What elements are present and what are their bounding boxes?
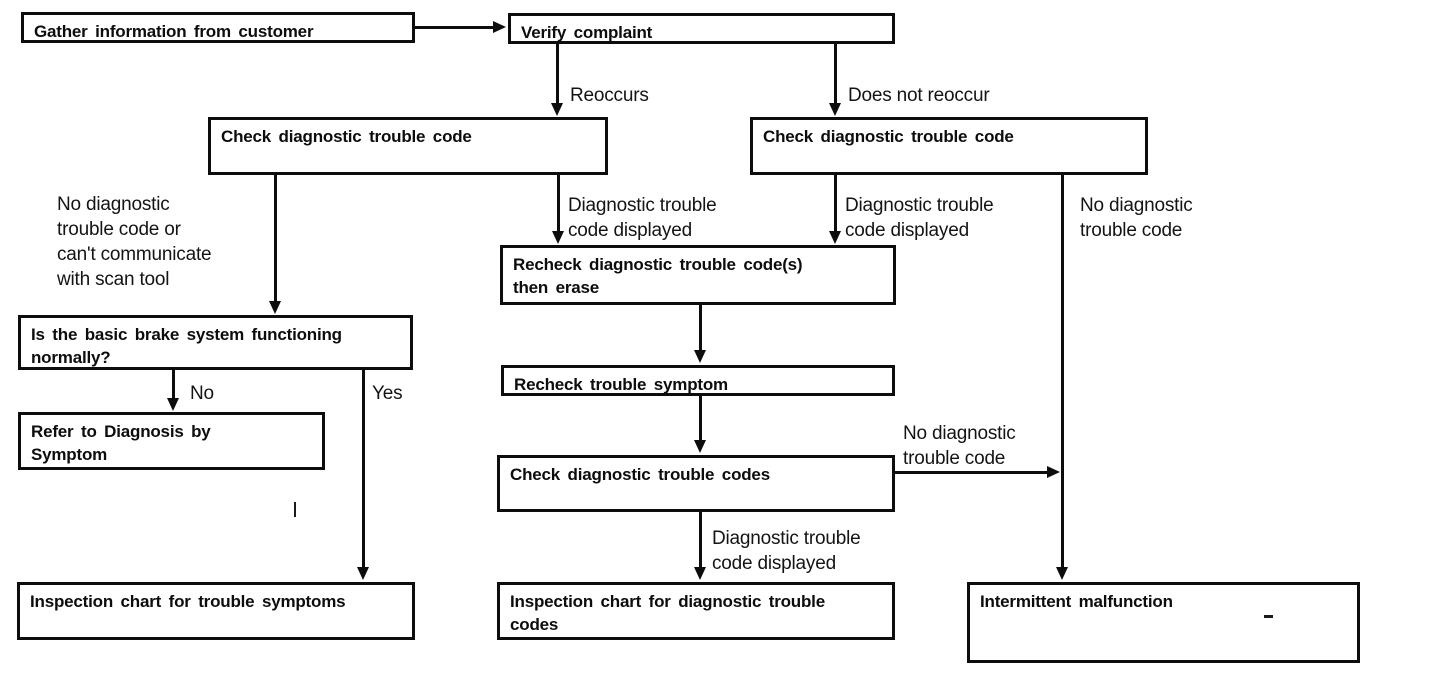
edge-verify-reoccurs-line bbox=[555, 43, 559, 105]
node-label-verify: Verify complaint bbox=[521, 23, 653, 42]
label-reoccurs: Reoccurs bbox=[570, 85, 649, 106]
edge-recheckdtc-to-rechecksymptom-line bbox=[698, 305, 702, 352]
node-label-intermittent: Intermittent malfunction bbox=[980, 592, 1173, 611]
scan-artifact-stray-dash bbox=[1264, 615, 1273, 618]
label-no-dtc-scan-tool: No diagnostic trouble code or can't comm… bbox=[57, 194, 212, 290]
edge-basicbrake-no-to-refer-arrowhead bbox=[167, 398, 179, 411]
scan-artifact-stray-tick bbox=[294, 502, 296, 517]
edge-basicbrake-yes-to-inspection-arrowhead bbox=[357, 567, 369, 580]
label-no: No bbox=[190, 383, 214, 404]
edge-checkright-to-intermittent-line bbox=[1060, 175, 1064, 569]
edge-checkcodes-to-rightline-line bbox=[895, 470, 1049, 474]
node-check-left: Check diagnostic trouble code bbox=[208, 117, 608, 175]
node-refer-symptom: Refer to Diagnosis by Symptom bbox=[18, 412, 325, 470]
edge-verify-reoccurs-arrowhead bbox=[551, 103, 563, 116]
edge-basicbrake-yes-to-inspection-line bbox=[361, 370, 365, 569]
label-dtc-displayed-mid: Diagnostic trouble code displayed bbox=[568, 195, 717, 241]
edge-gather-to-verify-arrowhead bbox=[493, 21, 506, 33]
node-label-inspection-dtc: Inspection chart for diagnostic trouble … bbox=[510, 592, 825, 634]
node-label-basic-brake: Is the basic brake system functioning no… bbox=[31, 325, 342, 367]
edge-checkcodes-to-inspectiondtc-line bbox=[698, 512, 702, 569]
label-yes: Yes bbox=[372, 383, 403, 404]
node-check-codes: Check diagnostic trouble codes bbox=[497, 455, 895, 512]
node-inspection-dtc: Inspection chart for diagnostic trouble … bbox=[497, 582, 895, 640]
node-verify: Verify complaint bbox=[508, 13, 895, 44]
edge-recheckdtc-to-rechecksymptom-arrowhead bbox=[694, 350, 706, 363]
label-dtc-displayed-right: Diagnostic trouble code displayed bbox=[845, 195, 994, 241]
node-label-check-codes: Check diagnostic trouble codes bbox=[510, 465, 770, 484]
edge-gather-to-verify-line bbox=[415, 25, 495, 29]
node-basic-brake: Is the basic brake system functioning no… bbox=[18, 315, 413, 370]
edge-verify-does-not-reoccur-line bbox=[833, 43, 837, 105]
edge-checkright-to-recheckdtc-line bbox=[833, 175, 837, 233]
edge-verify-does-not-reoccur-arrowhead bbox=[829, 103, 841, 116]
node-label-inspection-trouble: Inspection chart for trouble symptoms bbox=[30, 592, 346, 611]
edge-checkright-to-intermittent-arrowhead bbox=[1056, 567, 1068, 580]
node-gather: Gather information from customer bbox=[21, 12, 415, 43]
node-label-gather: Gather information from customer bbox=[34, 22, 314, 41]
edge-checkleft-to-basicbrake-line bbox=[273, 175, 277, 303]
node-recheck-symptom: Recheck trouble symptom bbox=[501, 365, 895, 396]
label-does-not-reoccur: Does not reoccur bbox=[848, 85, 990, 106]
edge-checkleft-to-recheckdtc-line bbox=[556, 175, 560, 233]
node-label-refer-symptom: Refer to Diagnosis by Symptom bbox=[31, 422, 211, 464]
edge-checkleft-to-basicbrake-arrowhead bbox=[269, 301, 281, 314]
node-label-check-left: Check diagnostic trouble code bbox=[221, 127, 472, 146]
edge-checkleft-to-recheckdtc-arrowhead bbox=[552, 231, 564, 244]
edge-rechecksymptom-to-checkcodes-arrowhead bbox=[694, 440, 706, 453]
node-label-check-right: Check diagnostic trouble code bbox=[763, 127, 1014, 146]
node-label-recheck-symptom: Recheck trouble symptom bbox=[514, 375, 728, 394]
node-check-right: Check diagnostic trouble code bbox=[750, 117, 1148, 175]
node-label-recheck-dtc: Recheck diagnostic trouble code(s) then … bbox=[513, 255, 803, 297]
node-inspection-trouble: Inspection chart for trouble symptoms bbox=[17, 582, 415, 640]
edge-rechecksymptom-to-checkcodes-line bbox=[698, 395, 702, 442]
label-dtc-displayed-bottom: Diagnostic trouble code displayed bbox=[712, 528, 861, 574]
node-recheck-dtc: Recheck diagnostic trouble code(s) then … bbox=[500, 245, 896, 305]
edge-checkcodes-to-rightline-arrowhead bbox=[1047, 466, 1060, 478]
node-intermittent: Intermittent malfunction bbox=[967, 582, 1360, 663]
edge-checkright-to-recheckdtc-arrowhead bbox=[829, 231, 841, 244]
label-no-dtc-right: No diagnostic trouble code bbox=[1080, 195, 1193, 241]
edge-basicbrake-no-to-refer-line bbox=[171, 370, 175, 400]
label-no-dtc-mid: No diagnostic trouble code bbox=[903, 423, 1016, 469]
edge-checkcodes-to-inspectiondtc-arrowhead bbox=[694, 567, 706, 580]
